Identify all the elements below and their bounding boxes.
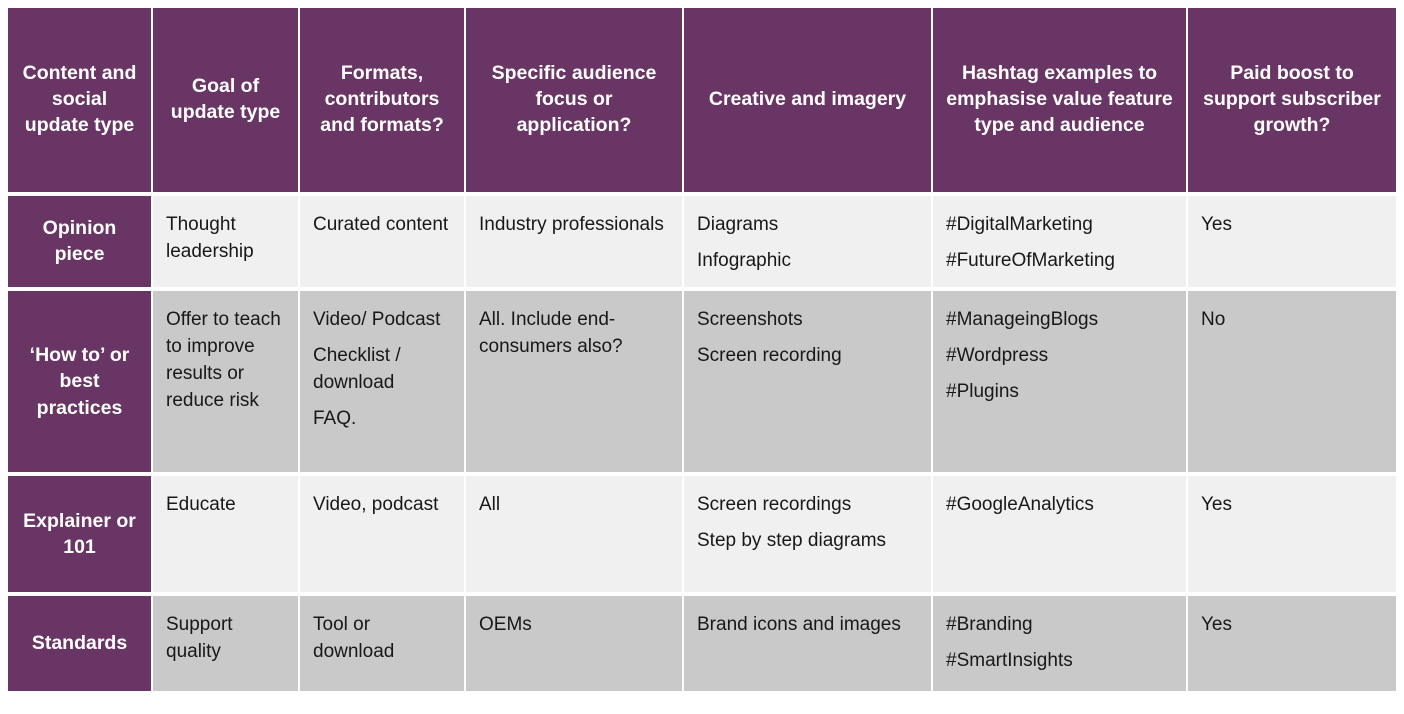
cell-audience: Industry professionals xyxy=(466,196,684,291)
cell-line: Infographic xyxy=(697,249,792,271)
table-header: Content and social update type Goal of u… xyxy=(8,8,1396,196)
cell-formats: Curated content xyxy=(300,196,466,291)
cell-line: #Wordpress xyxy=(946,344,1049,366)
table-row: Opinion piece Thought leadership Curated… xyxy=(8,196,1396,291)
cell-line: Curated content xyxy=(313,214,449,235)
cell-formats: Video, podcast xyxy=(300,475,466,596)
row-header-content-type: Opinion piece xyxy=(8,196,153,291)
cell-goal: Support quality xyxy=(153,595,300,691)
cell-audience: OEMs xyxy=(466,595,684,691)
column-header-content-type: Content and social update type xyxy=(8,8,153,196)
cell-hashtags: #ManageingBlogs #Wordpress #Plugins xyxy=(933,290,1188,476)
cell-line: Tool or download xyxy=(313,613,395,662)
table-body: Opinion piece Thought leadership Curated… xyxy=(8,196,1396,691)
cell-line: Educate xyxy=(166,493,236,515)
row-header-content-type: Explainer or 101 xyxy=(8,475,153,596)
cell-line: Diagrams xyxy=(697,214,779,235)
cell-paid-boost: Yes xyxy=(1188,196,1396,291)
row-header-content-type: Standards xyxy=(8,595,153,691)
table-row: Standards Support quality Tool or downlo… xyxy=(8,595,1396,691)
cell-line: Yes xyxy=(1201,493,1232,515)
cell-creative: Screenshots Screen recording xyxy=(684,290,933,476)
cell-line: Checklist / download xyxy=(313,344,401,393)
cell-line: Thought leadership xyxy=(166,214,254,262)
cell-paid-boost: No xyxy=(1188,290,1396,476)
column-header-hashtags: Hashtag examples to emphasise value feat… xyxy=(933,8,1188,196)
cell-formats: Video/ Podcast Checklist / download FAQ. xyxy=(300,290,466,476)
column-header-audience: Specific audience focus or application? xyxy=(466,8,684,196)
cell-line: Yes xyxy=(1201,214,1232,235)
cell-creative: Screen recordings Step by step diagrams xyxy=(684,475,933,596)
column-header-creative: Creative and imagery xyxy=(684,8,933,196)
cell-line: #FutureOfMarketing xyxy=(946,249,1115,271)
column-header-formats: Formats, contributors and formats? xyxy=(300,8,466,196)
cell-line: All. Include end-consumers also? xyxy=(479,308,623,357)
row-header-content-type: ‘How to’ or best practices xyxy=(8,290,153,476)
cell-paid-boost: Yes xyxy=(1188,475,1396,596)
cell-line: #Plugins xyxy=(946,380,1019,402)
cell-line: #GoogleAnalytics xyxy=(946,493,1094,515)
cell-line: FAQ. xyxy=(313,407,357,429)
cell-audience: All. Include end-consumers also? xyxy=(466,290,684,476)
cell-audience: All xyxy=(466,475,684,596)
cell-line: Support quality xyxy=(166,613,233,662)
content-plan-table-container: Content and social update type Goal of u… xyxy=(8,8,1396,708)
cell-line: No xyxy=(1201,308,1226,330)
cell-line: OEMs xyxy=(479,613,532,635)
cell-line: #DigitalMarketing xyxy=(946,214,1093,235)
cell-line: Video, podcast xyxy=(313,493,439,515)
cell-hashtags: #Branding #SmartInsights xyxy=(933,595,1188,691)
cell-creative: Brand icons and images xyxy=(684,595,933,691)
cell-line: All xyxy=(479,493,501,515)
table-row: ‘How to’ or best practices Offer to teac… xyxy=(8,290,1396,476)
cell-creative: Diagrams Infographic xyxy=(684,196,933,291)
column-header-paid-boost: Paid boost to support subscriber growth? xyxy=(1188,8,1396,196)
content-plan-table: Content and social update type Goal of u… xyxy=(8,8,1396,691)
cell-goal: Thought leadership xyxy=(153,196,300,291)
column-header-goal: Goal of update type xyxy=(153,8,300,196)
cell-line: Industry professionals xyxy=(479,214,664,235)
table-row: Explainer or 101 Educate Video, podcast … xyxy=(8,475,1396,596)
cell-line: Brand icons and images xyxy=(697,613,901,635)
cell-line: #ManageingBlogs xyxy=(946,308,1099,330)
cell-paid-boost: Yes xyxy=(1188,595,1396,691)
cell-line: Step by step diagrams xyxy=(697,529,887,551)
header-row: Content and social update type Goal of u… xyxy=(8,8,1396,196)
cell-line: Screen recordings xyxy=(697,493,852,515)
cell-goal: Offer to teach to improve results or red… xyxy=(153,290,300,476)
cell-line: Yes xyxy=(1201,613,1232,635)
cell-formats: Tool or download xyxy=(300,595,466,691)
cell-line: Screenshots xyxy=(697,308,803,330)
cell-hashtags: #DigitalMarketing #FutureOfMarketing xyxy=(933,196,1188,291)
cell-line: Offer to teach to improve results or red… xyxy=(166,308,281,411)
cell-line: Screen recording xyxy=(697,344,842,366)
cell-line: #Branding xyxy=(946,613,1033,635)
cell-line: Video/ Podcast xyxy=(313,308,441,330)
cell-hashtags: #GoogleAnalytics xyxy=(933,475,1188,596)
cell-line: #SmartInsights xyxy=(946,649,1073,671)
cell-goal: Educate xyxy=(153,475,300,596)
